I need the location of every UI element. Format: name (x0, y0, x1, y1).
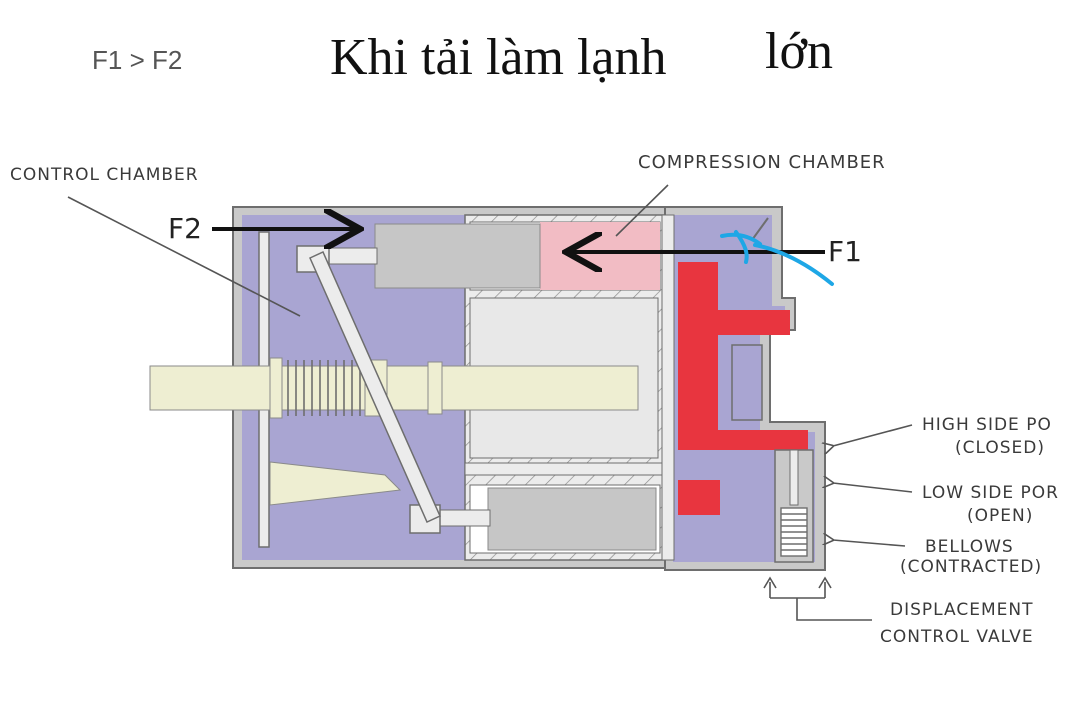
upper-piston (374, 223, 541, 289)
force-comparison: F1 > F2 (92, 45, 183, 75)
compression-chamber-leader (615, 184, 669, 237)
high-side-port-label: HIGH SIDE PO (922, 415, 1052, 435)
slide-title: Khi tải làm lạnh (330, 29, 667, 86)
bellows-label: BELLOWS (925, 537, 1014, 557)
reed-valve (751, 217, 769, 241)
blue-annotation (720, 230, 834, 286)
high-side-leader (833, 424, 913, 446)
f1-label: F1 (828, 235, 862, 268)
swash-plate (309, 250, 441, 524)
f2-label: F2 (168, 212, 202, 245)
low-side-leader (833, 483, 913, 493)
compression-chamber (540, 222, 660, 290)
control-chamber-label: CONTROL CHAMBER (10, 165, 199, 185)
discharge-chamber (678, 262, 808, 450)
compression-chamber-label: COMPRESSION CHAMBER (638, 152, 886, 173)
bracket-arrow-left (763, 576, 777, 589)
bracket-arrow-right (818, 576, 832, 589)
valve-label-line1: DISPLACEMENT (890, 600, 1034, 620)
drive-shaft (149, 365, 639, 411)
discharge-pocket (678, 480, 720, 515)
bellows-state-label: (CONTRACTED) (900, 557, 1043, 577)
lower-piston (487, 487, 657, 551)
valve-plate (661, 214, 675, 561)
high-side-state-label: (CLOSED) (955, 438, 1046, 458)
slide-title-end: lớn (765, 23, 833, 80)
valve-bracket (769, 582, 872, 621)
low-side-port-label: LOW SIDE POR (922, 483, 1059, 503)
wedge-cone (269, 461, 402, 506)
suction-pocket (731, 344, 763, 421)
shaft-collar (427, 361, 443, 415)
shaft-hub (269, 357, 283, 419)
valve-label-line2: CONTROL VALVE (880, 627, 1034, 647)
bellows (780, 507, 808, 557)
valve-stem (789, 449, 799, 506)
control-chamber-leader (67, 196, 301, 317)
bellows-leader (833, 540, 906, 547)
low-side-state-label: (OPEN) (967, 506, 1034, 526)
